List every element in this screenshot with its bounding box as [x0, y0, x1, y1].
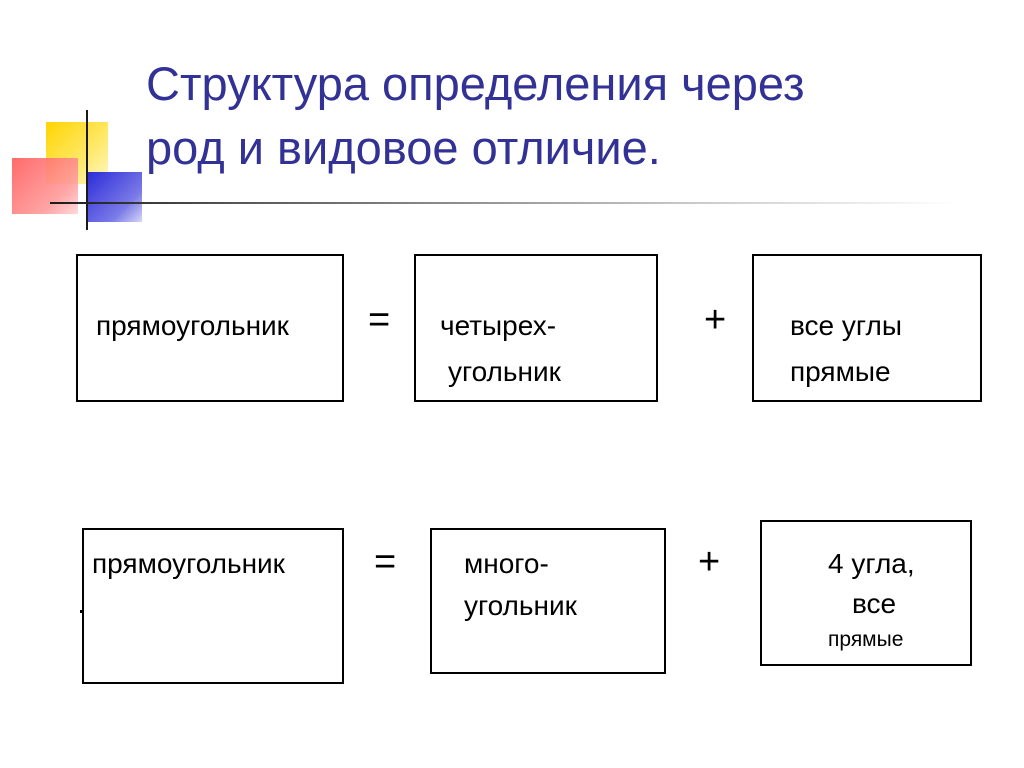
slide-title-line-2: род и видовое отличие. — [146, 121, 661, 174]
row2-genus-line-2: угольник — [464, 590, 577, 621]
row1-plus-sign: + — [704, 299, 727, 341]
row1-differentia-box — [752, 254, 982, 402]
row1-differentia-line-2: прямые — [790, 356, 891, 387]
row2-differentia-line-1: 4 угла, — [828, 548, 915, 579]
row2-genus-line-1: много- — [464, 548, 549, 579]
row1-differentia-line-1: все углы — [790, 310, 902, 341]
row2-plus-sign: + — [698, 541, 721, 583]
row2-term-box — [82, 528, 344, 684]
slide-title-line-1: Структура определения через — [146, 57, 805, 110]
row2-equals-sign: = — [374, 541, 397, 583]
stray-dot — [80, 610, 83, 613]
decorative-vertical-line — [86, 110, 88, 230]
decorative-blue-square — [86, 172, 142, 222]
row1-genus-box — [414, 254, 658, 402]
row1-term-text: прямоугольник — [96, 310, 289, 341]
row2-differentia-box — [760, 520, 972, 666]
row1-genus-line-1: четырех- — [440, 310, 557, 341]
row1-genus-line-2: угольник — [448, 356, 561, 387]
title-underline — [50, 202, 960, 204]
decorative-red-square — [12, 158, 78, 214]
row2-term-text: прямоугольник — [92, 548, 285, 579]
row2-differentia-line-3: прямые — [828, 628, 904, 651]
row2-genus-box — [430, 528, 666, 674]
row1-equals-sign: = — [368, 299, 391, 341]
row2-differentia-line-2: все — [852, 588, 897, 619]
slide-title: Структура определения через род и видово… — [146, 52, 986, 180]
row1-term-box — [76, 254, 344, 402]
